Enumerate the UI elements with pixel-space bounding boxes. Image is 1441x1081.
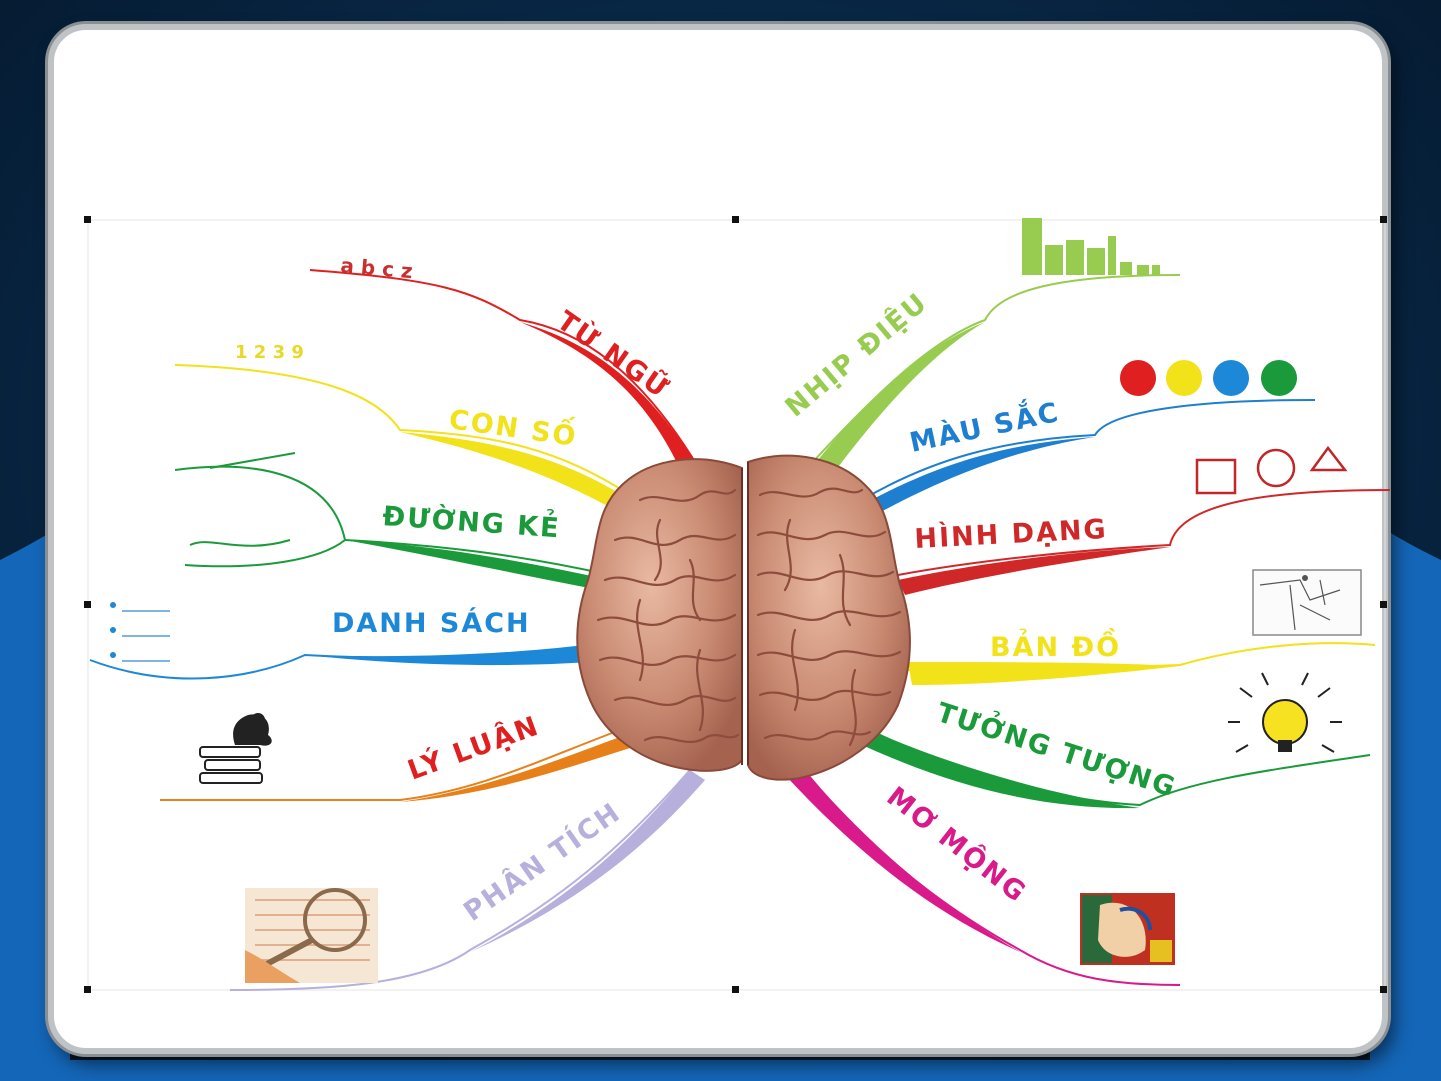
branch-label-danh-sach: DANH SÁCH: [332, 607, 531, 639]
bar-chart-icon: [1022, 218, 1160, 275]
map-icon: [1253, 570, 1361, 635]
branch-label-mo-mong: MƠ MỘNG: [881, 780, 1033, 909]
branch-label-duong-ke: ĐƯỜNG KẺ: [382, 497, 562, 544]
thinker-books-icon: [200, 713, 272, 783]
branch-label-hinh-dang: HÌNH DẠNG: [914, 513, 1109, 555]
bullet-list-icon: [110, 602, 170, 662]
branch-label-tu-ngu: TỪ NGỮ: [551, 305, 676, 406]
branch-con-so: CON SỐ 1 2 3 9: [175, 342, 630, 510]
branch-label-nhip-dieu: NHỊP ĐIỆU: [779, 286, 934, 423]
number-text-icon: 1 2 3 9: [235, 342, 304, 363]
branch-mo-mong: MƠ MỘNG: [785, 765, 1180, 985]
branch-ly-luan: LÝ LUẬN: [160, 709, 630, 802]
branch-label-mau-sac: MÀU SẮC: [906, 392, 1063, 459]
branch-label-phan-tich: PHÂN TÍCH: [458, 796, 627, 928]
lightbulb-icon: [1228, 673, 1342, 752]
abc-text-icon: a b c z: [340, 253, 414, 283]
shapes-icon: [1197, 448, 1345, 493]
branch-danh-sach: DANH SÁCH: [90, 602, 590, 679]
magnifier-icon: [245, 888, 378, 983]
branch-tu-ngu: TỪ NGỮ a b c z: [310, 253, 700, 480]
branch-tuong-tuong: TƯỞNG TƯỢNG: [862, 673, 1370, 808]
branch-label-tuong-tuong: TƯỞNG TƯỢNG: [933, 692, 1182, 804]
wavy-lines-icon: [175, 453, 345, 566]
painting-icon: [1080, 893, 1175, 965]
branch-mau-sac: MÀU SẮC: [862, 360, 1315, 515]
brain-icon: [577, 456, 910, 780]
branch-phan-tich: PHÂN TÍCH: [230, 770, 705, 990]
branch-label-ban-do: BẢN ĐỒ: [990, 627, 1121, 663]
color-dots-icon: [1120, 360, 1297, 396]
branch-ban-do: BẢN ĐỒ: [908, 570, 1375, 685]
